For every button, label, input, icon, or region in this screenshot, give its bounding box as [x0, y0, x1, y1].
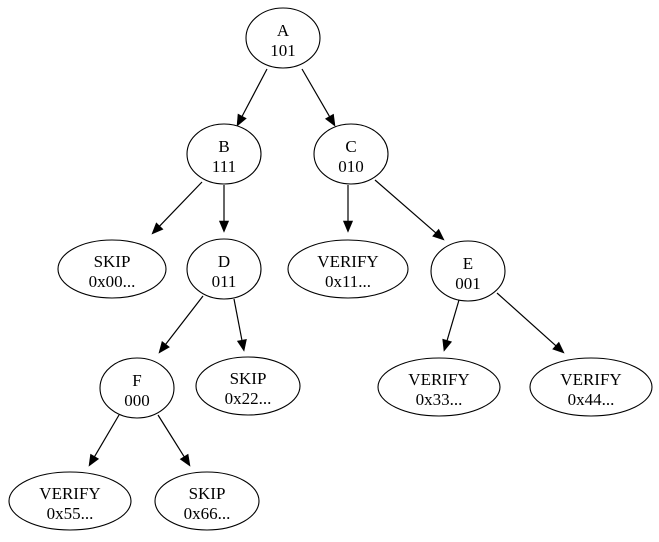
node-label-secondary: 0x66... [184, 504, 231, 523]
node-label-secondary: 0x00... [89, 272, 136, 291]
node-label-primary: VERIFY [560, 370, 621, 389]
node-shape-c[interactable] [313, 123, 389, 185]
nodes-layer: A101B111C010SKIP0x00...D011VERIFY0x11...… [8, 7, 653, 531]
graph-edge-c-to-ver11 [342, 185, 354, 233]
graph-edge-f-to-ver55 [88, 414, 120, 467]
graph-node-ver55[interactable]: VERIFY0x55... [8, 471, 132, 531]
graph-edge-f-to-skip66 [157, 414, 191, 467]
graph-edge-e-to-ver33 [442, 299, 460, 352]
graph-node-ver33[interactable]: VERIFY0x33... [377, 357, 501, 417]
graph-node-skip66[interactable]: SKIP0x66... [154, 471, 260, 531]
graph-node-ver44[interactable]: VERIFY0x44... [529, 357, 653, 417]
node-shape-skip66[interactable] [154, 471, 260, 531]
node-label-secondary: 111 [212, 157, 236, 176]
node-shape-ver33[interactable] [377, 357, 501, 417]
graph-edge-d-to-skip22 [233, 298, 247, 352]
node-label-primary: D [218, 252, 230, 271]
node-shape-ver55[interactable] [8, 471, 132, 531]
node-label-primary: B [218, 137, 229, 156]
node-label-secondary: 010 [338, 157, 364, 176]
node-shape-a[interactable] [245, 7, 321, 69]
node-label-primary: VERIFY [39, 484, 100, 503]
node-label-primary: SKIP [230, 369, 267, 388]
node-shape-f[interactable] [99, 357, 175, 419]
node-shape-b[interactable] [186, 123, 262, 185]
graph-node-skip00[interactable]: SKIP0x00... [57, 239, 167, 299]
graph-edge-b-to-d [218, 185, 230, 233]
node-label-secondary: 101 [270, 41, 296, 60]
node-label-secondary: 0x33... [416, 390, 463, 409]
graph-edge-c-to-e [374, 179, 445, 241]
graph-edge-b-to-skip00 [151, 181, 203, 235]
node-label-secondary: 011 [212, 272, 237, 291]
graph-edge-a-to-b [236, 68, 268, 127]
node-label-primary: VERIFY [317, 252, 378, 271]
node-label-secondary: 001 [455, 274, 481, 293]
node-shape-skip00[interactable] [57, 239, 167, 299]
graph-node-skip22[interactable]: SKIP0x22... [195, 356, 301, 416]
node-label-primary: VERIFY [408, 370, 469, 389]
node-label-secondary: 0x44... [568, 390, 615, 409]
node-label-primary: E [463, 254, 473, 273]
node-label-primary: C [345, 137, 356, 156]
node-label-secondary: 000 [124, 391, 150, 410]
graph-edge-e-to-ver44 [496, 292, 565, 354]
node-shape-e[interactable] [430, 240, 506, 302]
node-label-primary: F [132, 371, 141, 390]
graph-edge-d-to-f [158, 295, 204, 354]
node-label-secondary: 0x55... [47, 504, 94, 523]
node-shape-d[interactable] [186, 238, 262, 300]
node-shape-ver44[interactable] [529, 357, 653, 417]
graph-node-ver11[interactable]: VERIFY0x11... [287, 239, 409, 299]
node-shape-skip22[interactable] [195, 356, 301, 416]
node-label-primary: SKIP [94, 252, 131, 271]
graph-edge-a-to-c [301, 68, 336, 127]
node-label-secondary: 0x11... [325, 272, 371, 291]
node-label-primary: SKIP [189, 484, 226, 503]
node-label-secondary: 0x22... [225, 389, 272, 408]
edges-layer [88, 68, 565, 467]
node-shape-ver11[interactable] [287, 239, 409, 299]
node-label-primary: A [277, 21, 290, 40]
